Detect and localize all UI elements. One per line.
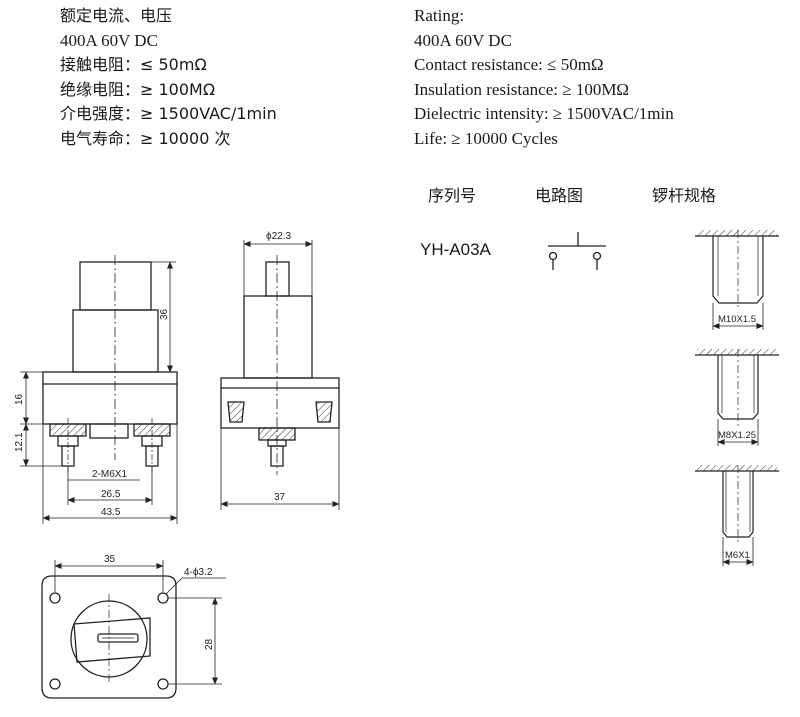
thread-label-m10: M10X1.5 [718,314,756,325]
spec-en-rating-value: 400A 60V DC [414,30,512,50]
circuit-symbol [548,232,606,270]
front-view [42,255,178,472]
spec-cn-rating: 额定电流、电压 [60,6,173,25]
dim-pitch: 26.5 [101,489,121,500]
thread-spec-m6 [695,465,779,566]
side-view [220,255,340,475]
dim-thread-label: 2-M6X1 [92,469,127,480]
dim-flange-width: 35 [104,554,116,565]
spec-cn-contact: 接触电阻：≤ 50mΩ [60,55,207,74]
spec-en-rating: Rating: [414,6,465,25]
spec-cn-rating-value: 400A 60V DC [60,30,158,50]
side-view-dimensions [220,240,340,510]
spec-en: Rating: 400A 60V DC Contact resistance: … [414,4,674,151]
spec-en-contact: Contact resistance: ≤ 50mΩ [414,55,604,74]
thread-label-m8: M8X1.25 [718,430,756,441]
top-view [41,575,177,699]
dim-width: 43.5 [101,507,121,518]
front-view-dimensions [20,261,178,524]
dim-base-height: 16 [14,393,25,405]
spec-cn: 额定电流、电压 400A 60V DC 接触电阻：≤ 50mΩ 绝缘电阻：≥ 1… [60,4,277,151]
dim-diameter: ϕ22.3 [266,231,292,242]
thread-spec-m8 [695,349,779,446]
dim-depth: 37 [274,492,286,503]
spec-en-dielectric: Dielectric intensity: ≥ 1500VAC/1min [414,104,674,123]
header-thread: 锣杆规格 [652,186,717,205]
thread-spec-m10 [695,230,779,330]
dim-front-height: 36 [159,308,170,320]
spec-cn-insulation: 绝缘电阻：≥ 100MΩ [60,79,216,99]
header-circuit: 电路图 [535,186,584,205]
dim-holes: 4-ϕ3.2 [184,567,213,578]
top-view-dimensions [54,560,226,685]
header-serial: 序列号 [428,186,477,205]
spec-cn-life: 电气寿命：≥ 10000 次 [60,128,231,148]
thread-label-m6: M6X1 [725,550,750,561]
dim-flange-height: 28 [204,638,215,650]
spec-cn-dielectric: 介电强度：≥ 1500VAC/1min [60,104,277,123]
spec-en-life: Life: ≥ 10000 Cycles [414,128,558,148]
spec-en-insulation: Insulation resistance: ≥ 100MΩ [414,79,630,99]
dim-terminal-height: 12.1 [14,432,25,452]
model-number: YH-A03A [420,240,491,259]
